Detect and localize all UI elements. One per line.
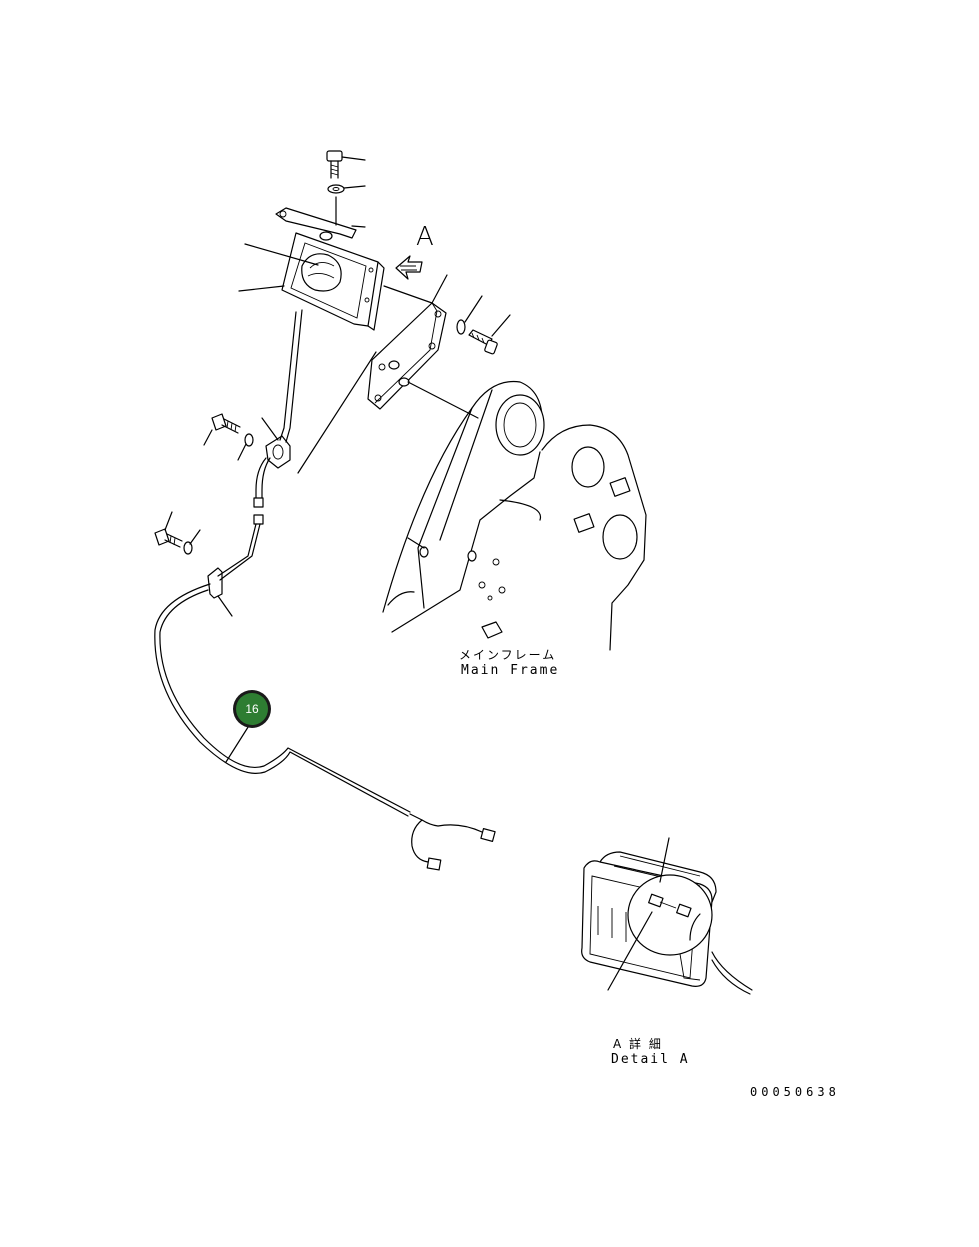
middle-bolt xyxy=(203,413,241,446)
main-frame-label-en: Main Frame xyxy=(461,663,560,678)
top-washer xyxy=(327,184,366,194)
callout-16[interactable]: 16 xyxy=(233,690,271,728)
main-frame-label-jp: メインフレーム xyxy=(459,648,557,662)
callout-leader xyxy=(225,723,251,763)
top-bolt xyxy=(326,150,366,179)
drawing-number: 00050638 xyxy=(750,1085,840,1099)
upper-clamp xyxy=(261,417,291,469)
lower-bolt xyxy=(154,511,183,548)
work-lamp xyxy=(238,231,385,331)
lower-washer xyxy=(183,529,201,555)
middle-washer xyxy=(237,433,254,461)
detail-label-en: Detail A xyxy=(611,1052,690,1067)
view-arrow xyxy=(395,255,423,280)
callout-16-number: 16 xyxy=(236,693,268,725)
detail-lamp xyxy=(581,837,753,995)
right-bolt xyxy=(468,314,511,355)
wiring-harness xyxy=(154,309,496,871)
mounting-plate xyxy=(297,274,479,474)
right-washer xyxy=(456,295,483,335)
detail-label-jp: A 詳 細 xyxy=(613,1037,663,1051)
view-letter-a: A xyxy=(416,222,434,252)
lamp-stay-bracket xyxy=(275,196,366,239)
main-frame xyxy=(382,380,647,651)
